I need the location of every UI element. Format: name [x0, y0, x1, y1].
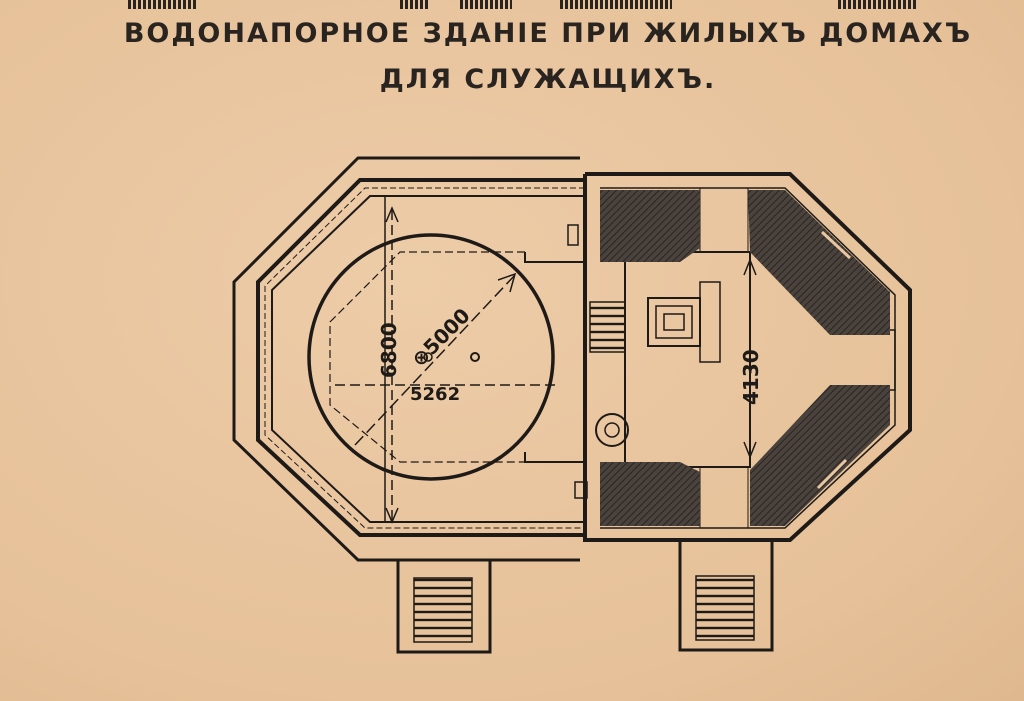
cropped-text-fragment: [460, 0, 512, 9]
hatched-walls: [600, 190, 890, 526]
platform-outline: [232, 156, 580, 562]
entrance-porches: [396, 538, 774, 654]
dim-label-6800: 6800: [377, 322, 401, 378]
tank-center-point: [470, 352, 480, 362]
pump-equipment: [595, 413, 629, 447]
dim-label-5262: 5262: [410, 384, 460, 405]
right-entrance-stairs: [695, 575, 755, 641]
cropped-text-fragment: [560, 0, 672, 9]
cropped-text-fragment: [400, 0, 430, 9]
dim-label-4130: 4130: [739, 349, 763, 405]
dimension-line-5000: [354, 274, 516, 446]
title-line-1: ВОДОНАПОРНОЕ ЗДАНIЕ ПРИ ЖИЛЫХЪ ДОМАХЪ: [123, 18, 973, 49]
cropped-text-fragment: [128, 0, 196, 9]
cropped-text-fragment: [838, 0, 918, 9]
interior-stair: [589, 301, 626, 353]
dim-label-5000: ⊗5000: [407, 303, 475, 371]
left-entrance-stairs: [413, 577, 473, 643]
pump-room-interior: [624, 251, 751, 468]
tank-room-inner-wall: [271, 195, 585, 523]
water-tank-circle: [307, 233, 555, 481]
pump-room-outer-wall: [583, 172, 912, 542]
tank-room-outer-wall: [256, 178, 585, 537]
title-line-2: ДЛЯ СЛУЖАЩИХЪ.: [379, 64, 717, 95]
